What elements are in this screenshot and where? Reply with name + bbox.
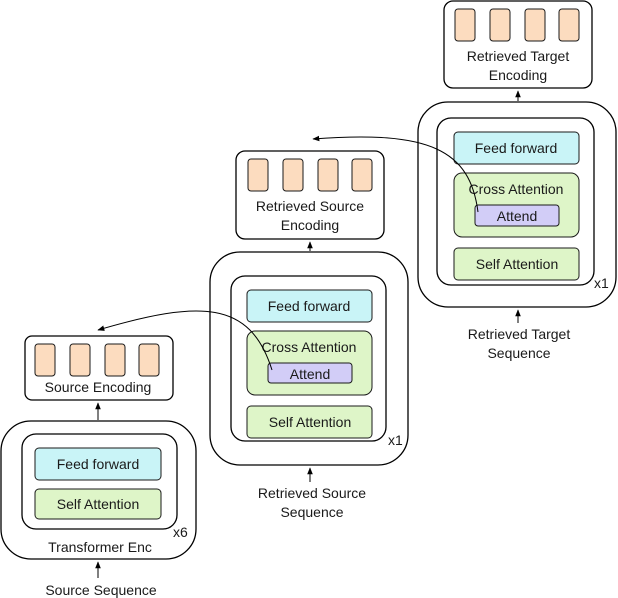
source-retrieval-feed-forward-box [246,289,373,323]
retrieved-source-sequence-label-line2: Sequence [280,504,343,520]
source-sequence-label: Source Sequence [45,582,157,598]
encoder-block-label: Transformer Enc [48,539,152,555]
target-retrieval-attend-box [474,204,560,227]
target-retrieval-feed-forward-box [453,131,580,165]
source-retrieval-attend-box [267,362,353,384]
retrieved-target-encoding-token-4 [558,8,580,42]
source-encoding-label: Source Encoding [45,379,152,395]
retrieved-target-encoding-box [443,0,593,89]
attend-to-retrieved-source-encoding-arrow [312,135,479,213]
target-retrieval-cross-attention-label: Cross Attention [469,181,564,197]
target-retrieval-self-attention-box [453,247,580,281]
retrieved-source-encoding-token-1 [247,158,269,192]
source-encoding-token-1 [34,343,56,377]
retrieved-target-encoding-token-3 [524,8,546,42]
source-retrieval-repeat-label: x1 [388,432,403,448]
source-retrieval-self-attention-box [246,405,373,439]
source-encoding-token-2 [69,343,91,377]
retrieved-target-sequence-label-line1: Retrieved Target [468,326,571,342]
encoder-self-attention-box [34,488,162,520]
target-retrieval-attend-label: Attend [497,208,537,224]
target-retrieval-stack: Feed forward Cross Attention Attend Self… [417,0,617,361]
retrieved-source-encoding-token-2 [282,158,304,192]
encoder-repeat-label: x6 [173,524,188,540]
retrieved-target-encoding-token-2 [489,8,511,42]
retrieved-source-sequence-label-line1: Retrieved Source [258,485,366,501]
encoder-self-attention-label: Self Attention [57,496,140,512]
source-encoding-token-4 [138,343,160,377]
target-retrieval-self-attention-label: Self Attention [476,256,559,272]
source-retrieval-cross-attention-label: Cross Attention [262,339,357,355]
target-retrieval-repeat-label: x1 [594,275,609,291]
target-retrieval-feed-forward-label: Feed forward [475,140,557,156]
attend-to-source-encoding-arrow [97,310,273,371]
encoder-stack: Feed forward Self Attention x6 Transform… [0,335,197,598]
retrieved-source-encoding-token-4 [351,158,373,192]
retrieved-source-encoding-token-3 [317,158,339,192]
source-retrieval-attend-label: Attend [290,366,330,382]
retrieved-target-encoding-token-1 [454,8,476,42]
encoder-feed-forward-box [34,447,162,481]
retrieved-target-sequence-label-line2: Sequence [487,345,550,361]
retrieved-source-encoding-label-line1: Retrieved Source [256,198,364,214]
retrieved-source-encoding-label-line2: Encoding [281,217,339,233]
retrieved-target-encoding-label-line1: Retrieved Target [467,48,570,64]
retrieved-source-encoding-box [235,150,385,240]
source-retrieval-stack: Feed forward Cross Attention Attend Self… [209,150,409,520]
source-encoding-token-3 [104,343,126,377]
encoder-feed-forward-label: Feed forward [57,456,139,472]
source-retrieval-self-attention-label: Self Attention [269,414,352,430]
retrieved-target-encoding-label-line2: Encoding [489,67,547,83]
source-retrieval-feed-forward-label: Feed forward [268,298,350,314]
source-encoding-box [24,335,174,401]
